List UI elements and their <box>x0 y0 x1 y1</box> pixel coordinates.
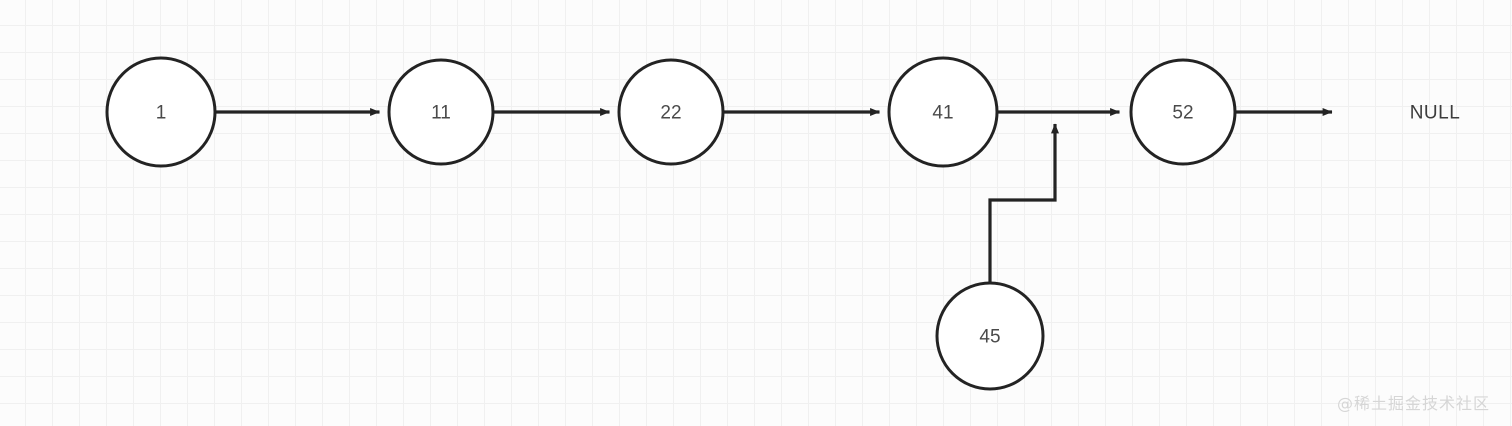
node-45-circle[interactable] <box>935 281 1045 391</box>
node-45-label: 45 <box>979 327 1000 348</box>
node-22-label: 22 <box>660 103 681 124</box>
node-41[interactable]: 41 <box>887 56 999 168</box>
node-1-label: 1 <box>156 103 167 124</box>
node-52-label: 52 <box>1172 103 1193 124</box>
node-11-circle[interactable] <box>387 58 495 166</box>
null-terminator-label: NULL <box>1410 103 1461 124</box>
node-52[interactable]: 52 <box>1129 58 1237 166</box>
node-11-label: 11 <box>431 103 451 124</box>
nodes-layer: 1 11 22 41 52 45 <box>105 56 1237 391</box>
node-45[interactable]: 45 <box>935 281 1045 391</box>
edges-layer <box>215 108 1333 284</box>
node-41-label: 41 <box>932 103 953 124</box>
edge-45-insert-elbow <box>988 123 1059 284</box>
node-11[interactable]: 11 <box>387 58 495 166</box>
node-22-circle[interactable] <box>617 58 725 166</box>
node-22[interactable]: 22 <box>617 58 725 166</box>
node-41-circle[interactable] <box>887 56 999 168</box>
node-1-circle[interactable] <box>105 56 217 168</box>
node-52-circle[interactable] <box>1129 58 1237 166</box>
node-1[interactable]: 1 <box>105 56 217 168</box>
watermark: @稀土掘金技术社区 <box>1336 394 1490 413</box>
